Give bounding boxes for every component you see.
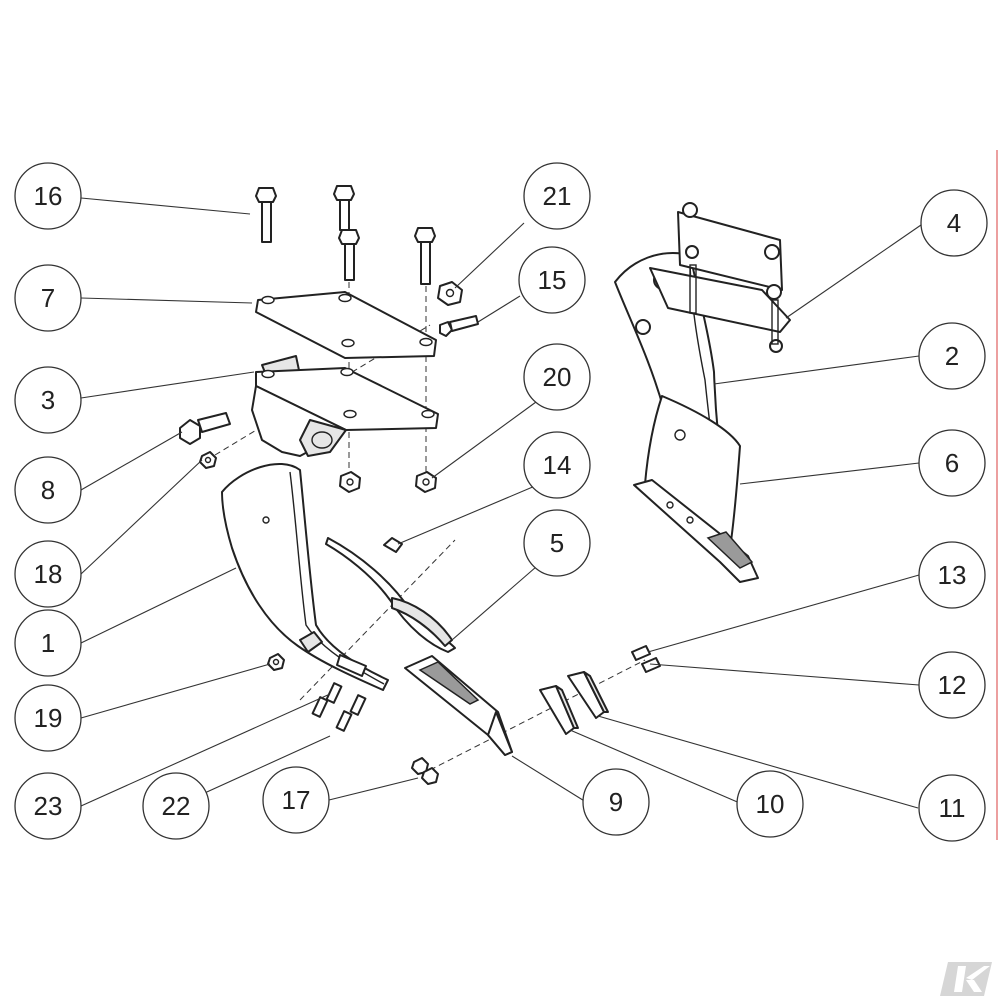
- balloon-12: 12: [918, 651, 986, 719]
- balloon-circle: [142, 772, 210, 840]
- balloon-circle: [14, 609, 82, 677]
- bolts-12-13: [631, 645, 661, 673]
- shin-6: [633, 395, 759, 583]
- k-brand-logo: [940, 962, 992, 996]
- bolts-16: [255, 185, 436, 285]
- balloon-label: 6: [945, 448, 959, 478]
- balloon-circle: [14, 684, 82, 752]
- balloon-circle: [523, 162, 591, 230]
- mount-bracket-4: [649, 202, 791, 353]
- balloon-circle: [582, 768, 650, 836]
- balloon-label: 2: [945, 341, 959, 371]
- top-plate-7: [255, 291, 437, 359]
- balloon-label: 14: [543, 450, 572, 480]
- bracket-3: [251, 355, 439, 457]
- balloon-21: 21: [523, 162, 591, 230]
- balloon-circle: [920, 189, 988, 257]
- balloon-label: 19: [34, 703, 63, 733]
- balloon-label: 1: [41, 628, 55, 658]
- balloon-circle: [262, 766, 330, 834]
- nuts-17: [411, 757, 439, 785]
- balloon-label: 13: [938, 560, 967, 590]
- balloon-circle: [14, 162, 82, 230]
- bolt: [255, 187, 277, 243]
- wing-11: [567, 671, 609, 719]
- balloon-circle: [918, 774, 986, 842]
- balloon-label: 23: [34, 791, 63, 821]
- balloon-label: 16: [34, 181, 63, 211]
- balloon-2: 2: [918, 322, 986, 390]
- shank-1: [221, 462, 389, 691]
- balloon-label: 20: [543, 362, 572, 392]
- balloon-circle: [14, 456, 82, 524]
- pins-22-23: [311, 682, 367, 732]
- assembly-axis-line: [299, 539, 456, 701]
- balloon-circle: [523, 343, 591, 411]
- leader-lines: [80, 197, 922, 809]
- bolt-14: [383, 537, 403, 553]
- balloon-label: 22: [162, 791, 191, 821]
- nut-20: [339, 471, 437, 493]
- balloon-11: 11: [918, 774, 986, 842]
- balloon-label: 8: [41, 475, 55, 505]
- balloon-7: 7: [14, 264, 82, 332]
- balloon-5: 5: [523, 509, 591, 577]
- balloon-circle: [14, 366, 82, 434]
- balloon-label: 18: [34, 559, 63, 589]
- balloon-8: 8: [14, 456, 82, 524]
- balloon-circle: [918, 429, 986, 497]
- balloon-label: 7: [41, 283, 55, 313]
- balloon-4: 4: [920, 189, 988, 257]
- balloon-circle: [518, 246, 586, 314]
- balloon-18: 18: [14, 540, 82, 608]
- balloon-19: 19: [14, 684, 82, 752]
- balloon-label: 9: [609, 787, 623, 817]
- balloon-label: 10: [756, 789, 785, 819]
- balloon-3: 3: [14, 366, 82, 434]
- balloon-circle: [918, 541, 986, 609]
- balloon-label: 3: [41, 385, 55, 415]
- point-9: [404, 655, 513, 756]
- balloon-label: 12: [938, 670, 967, 700]
- balloon-circle: [523, 431, 591, 499]
- balloon-circle: [14, 772, 82, 840]
- balloon-14: 14: [523, 431, 591, 499]
- balloon-circle: [14, 264, 82, 332]
- nut-19: [267, 653, 285, 671]
- balloon-6: 6: [918, 429, 986, 497]
- bolt-15: [439, 315, 479, 337]
- nut-18: [199, 451, 217, 469]
- balloon-circle: [14, 540, 82, 608]
- balloon-20: 20: [523, 343, 591, 411]
- balloon-label: 5: [550, 528, 564, 558]
- balloon-label: 17: [282, 785, 311, 815]
- bolt: [338, 229, 360, 281]
- balloon-13: 13: [918, 541, 986, 609]
- balloon-17: 17: [262, 766, 330, 834]
- balloon-circle: [918, 322, 986, 390]
- bolt: [333, 185, 355, 231]
- balloon-1: 1: [14, 609, 82, 677]
- assembly-axis-line: [429, 659, 646, 771]
- balloon-9: 9: [582, 768, 650, 836]
- balloon-circle: [523, 509, 591, 577]
- bolt-8: [179, 412, 231, 445]
- balloon-10: 10: [736, 770, 804, 838]
- balloon-label: 21: [543, 181, 572, 211]
- balloon-label: 4: [947, 208, 961, 238]
- balloon-layer: 16 7 3 8 18 1 19 23 22 17 9 10 11 12 13 6 2 4 21 15 20 14 5: [14, 162, 988, 842]
- balloon-23: 23: [14, 772, 82, 840]
- balloon-circle: [918, 651, 986, 719]
- shin-5: [325, 537, 456, 653]
- bolt: [414, 227, 436, 285]
- wing-10: [539, 685, 579, 735]
- balloon-label: 15: [538, 265, 567, 295]
- balloon-16: 16: [14, 162, 82, 230]
- balloon-15: 15: [518, 246, 586, 314]
- balloon-label: 11: [939, 793, 966, 823]
- balloon-22: 22: [142, 772, 210, 840]
- balloon-circle: [736, 770, 804, 838]
